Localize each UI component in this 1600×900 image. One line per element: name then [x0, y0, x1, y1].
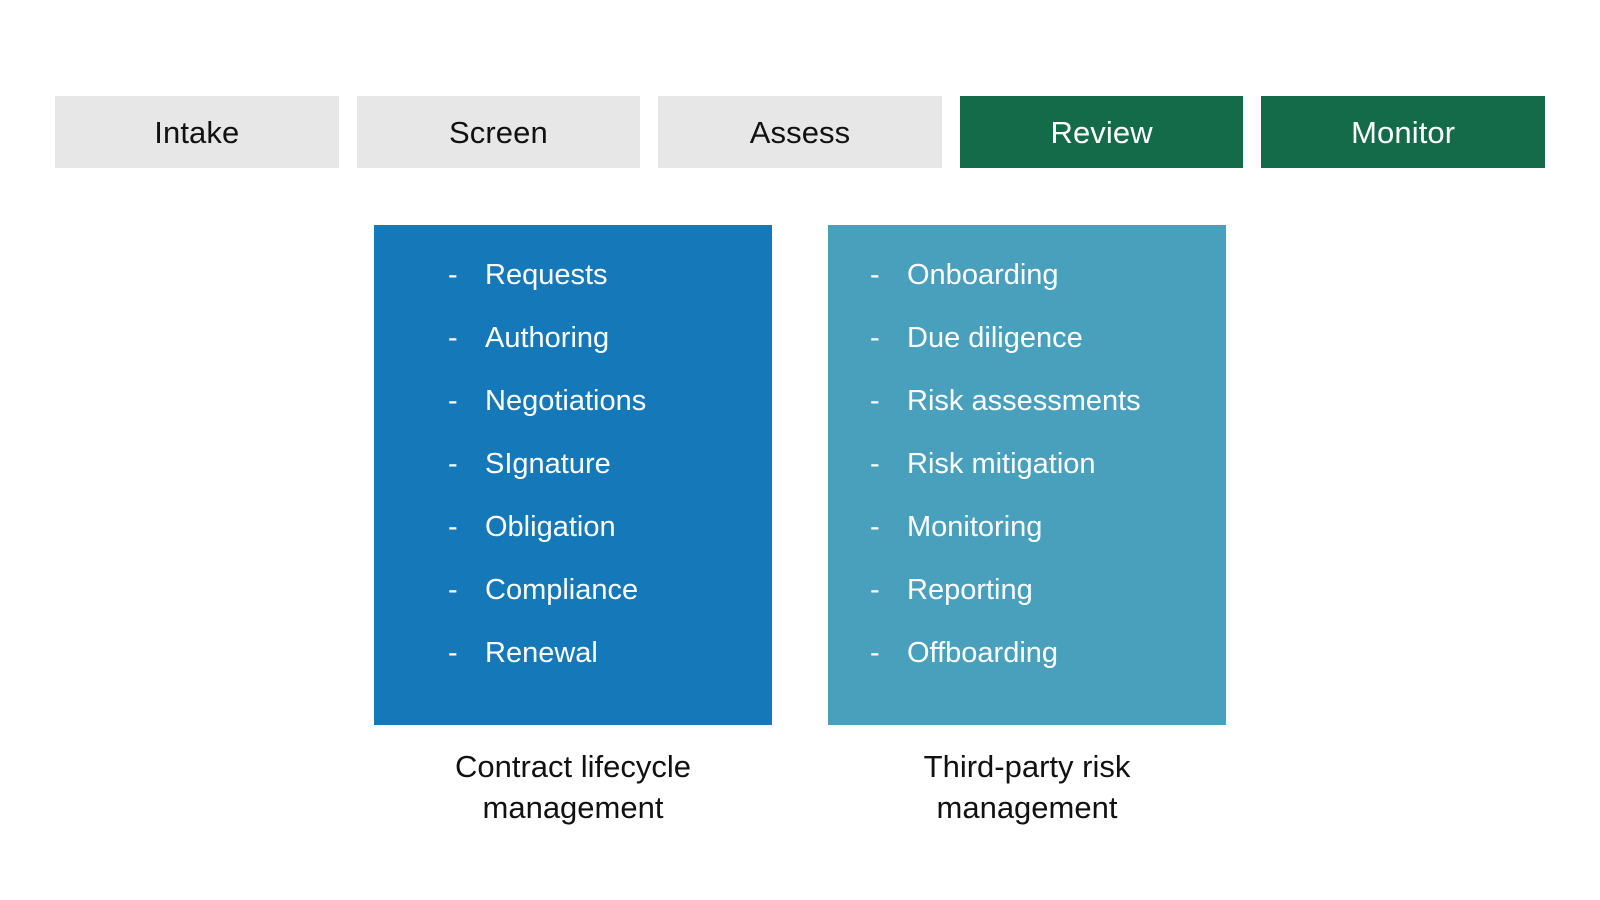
- bullet-dash-icon: -: [448, 511, 458, 543]
- bullet-dash-icon: -: [870, 637, 880, 669]
- list-item[interactable]: - Reporting: [828, 576, 1226, 639]
- list-item-label: Onboarding: [907, 259, 1059, 291]
- list-item[interactable]: - Negotiations: [374, 387, 772, 450]
- list-item-label: Obligation: [485, 511, 616, 543]
- panel-third-party-risk-management: - Onboarding - Due diligence - Risk asse…: [828, 225, 1226, 829]
- panel-body: - Onboarding - Due diligence - Risk asse…: [828, 225, 1226, 725]
- list-item[interactable]: - Requests: [374, 261, 772, 324]
- list-item[interactable]: - SIgnature: [374, 450, 772, 513]
- bullet-dash-icon: -: [870, 448, 880, 480]
- panel-item-list: - Requests - Authoring - Negotiations - …: [374, 261, 772, 702]
- list-item[interactable]: - Offboarding: [828, 639, 1226, 702]
- list-item[interactable]: - Monitoring: [828, 513, 1226, 576]
- list-item-label: Risk assessments: [907, 385, 1141, 417]
- list-item-label: Requests: [485, 259, 608, 291]
- stage-chip-label: Assess: [749, 114, 851, 150]
- list-item-label: Authoring: [485, 322, 610, 354]
- list-item[interactable]: - Onboarding: [828, 261, 1226, 324]
- list-item-label: Compliance: [485, 574, 639, 606]
- bullet-dash-icon: -: [448, 637, 458, 669]
- list-item-label: Renewal: [485, 637, 598, 669]
- list-item[interactable]: - Risk assessments: [828, 387, 1226, 450]
- bullet-dash-icon: -: [870, 385, 880, 417]
- list-item-label: SIgnature: [485, 448, 611, 480]
- list-item-label: Offboarding: [907, 637, 1059, 669]
- list-item-label: Monitoring: [907, 511, 1043, 543]
- list-item[interactable]: - Due diligence: [828, 324, 1226, 387]
- stage-chip-review[interactable]: Review: [959, 96, 1244, 168]
- panel-caption: Third-party risk management: [923, 749, 1131, 825]
- list-item-label: Negotiations: [485, 385, 647, 417]
- list-item-label: Risk mitigation: [907, 448, 1096, 480]
- stage-chip-label: Intake: [154, 114, 240, 150]
- bullet-dash-icon: -: [448, 385, 458, 417]
- stage-chip-label: Screen: [448, 114, 548, 150]
- list-item[interactable]: - Risk mitigation: [828, 450, 1226, 513]
- stage-chip-screen[interactable]: Screen: [356, 96, 641, 168]
- stage-chip-intake[interactable]: Intake: [55, 96, 339, 168]
- bullet-dash-icon: -: [448, 448, 458, 480]
- stage-chip-monitor[interactable]: Monitor: [1261, 96, 1545, 168]
- bullet-dash-icon: -: [448, 259, 458, 291]
- panel-caption: Contract lifecycle management: [454, 749, 692, 825]
- stage-chip-assess[interactable]: Assess: [658, 96, 942, 168]
- process-stage-row: Intake Screen Assess Review Monitor: [55, 96, 1545, 168]
- bullet-dash-icon: -: [448, 322, 458, 354]
- list-item[interactable]: - Compliance: [374, 576, 772, 639]
- stage-chip-label: Monitor: [1351, 114, 1456, 150]
- panel-contract-lifecycle-management: - Requests - Authoring - Negotiations - …: [374, 225, 772, 829]
- list-item[interactable]: - Authoring: [374, 324, 772, 387]
- list-item[interactable]: - Renewal: [374, 639, 772, 702]
- bullet-dash-icon: -: [448, 574, 458, 606]
- bullet-dash-icon: -: [870, 511, 880, 543]
- panel-item-list: - Onboarding - Due diligence - Risk asse…: [828, 261, 1226, 702]
- list-item-label: Due diligence: [907, 322, 1083, 354]
- bullet-dash-icon: -: [870, 322, 880, 354]
- stage-chip-label: Review: [1050, 114, 1153, 150]
- panel-body: - Requests - Authoring - Negotiations - …: [374, 225, 772, 725]
- list-item[interactable]: - Obligation: [374, 513, 772, 576]
- bullet-dash-icon: -: [870, 259, 880, 291]
- bullet-dash-icon: -: [870, 574, 880, 606]
- list-item-label: Reporting: [907, 574, 1033, 606]
